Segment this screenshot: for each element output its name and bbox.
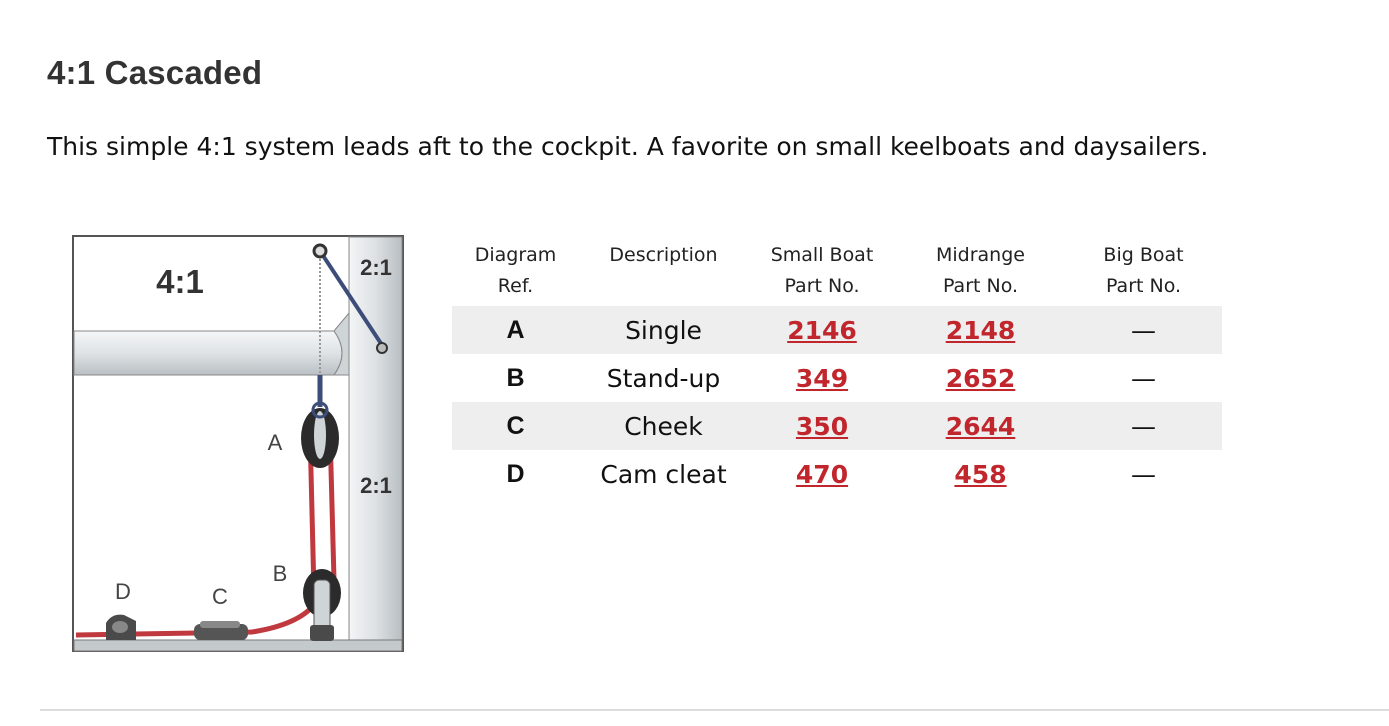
part-link-small[interactable]: 350: [795, 411, 849, 441]
midrange-cell: 2148: [896, 306, 1065, 354]
big-boat-cell: —: [1131, 459, 1156, 489]
diagram-label-a: A: [268, 430, 283, 455]
header-description: Description: [609, 244, 718, 266]
shackle-icon: [376, 342, 388, 354]
row-ref: C: [452, 402, 579, 450]
top-sheave-icon: [312, 243, 328, 259]
part-link-small[interactable]: 470: [795, 459, 849, 489]
gooseneck-fitting: [333, 311, 350, 376]
small-boat-cell: 349: [748, 354, 896, 402]
part-link-mid[interactable]: 2148: [945, 315, 1016, 345]
big-boat-cell: —: [1131, 363, 1156, 393]
block-a-icon: [301, 401, 339, 468]
purchase-system-diagram: 4:1 2:1 2:1 A B C D: [72, 235, 404, 652]
part-link-mid[interactable]: 2644: [945, 411, 1016, 441]
part-link-mid[interactable]: 458: [954, 459, 1007, 489]
table-row: D Cam cleat 470 458 —: [452, 450, 1222, 498]
small-boat-cell: 470: [748, 450, 896, 498]
table-row: C Cheek 350 2644 —: [452, 402, 1222, 450]
ratio-label-upper: 2:1: [360, 255, 392, 280]
block-b-icon: [303, 569, 341, 641]
part-link-mid[interactable]: 2652: [945, 363, 1016, 393]
part-link-small[interactable]: 2146: [787, 315, 857, 345]
midrange-cell: 458: [896, 450, 1065, 498]
boom: [73, 330, 343, 376]
midrange-cell: 2644: [896, 402, 1065, 450]
midrange-cell: 2652: [896, 354, 1065, 402]
ratio-label-lower: 2:1: [360, 473, 392, 498]
row-description: Single: [579, 306, 748, 354]
table-row: A Single 2146 2148 —: [452, 306, 1222, 354]
section-intro: This simple 4:1 system leads aft to the …: [47, 132, 1209, 161]
deck: [73, 639, 403, 652]
diagram-frame: [72, 235, 404, 652]
diagram-label-c: C: [212, 584, 228, 609]
row-description: Cheek: [579, 402, 748, 450]
mast: [348, 236, 403, 643]
big-boat-cell: —: [1065, 402, 1222, 450]
cheek-block-c-icon: [194, 621, 248, 640]
row-ref: A: [452, 306, 579, 354]
row-ref: B: [506, 363, 525, 392]
row-ref: D: [506, 459, 525, 488]
section-title: 4:1 Cascaded: [47, 54, 263, 91]
section-divider: [40, 709, 1389, 711]
ratio-label-main: 4:1: [156, 263, 204, 300]
row-description: Cam cleat: [600, 459, 727, 489]
small-boat-cell: 2146: [748, 306, 896, 354]
part-link-small[interactable]: 349: [795, 363, 849, 393]
small-boat-cell: 350: [748, 402, 896, 450]
diagram-label-b: B: [273, 561, 288, 586]
cam-cleat-d-icon: [106, 614, 136, 640]
diagram-label-d: D: [115, 579, 131, 604]
upper-wire: [318, 249, 384, 347]
row-description: Stand-up: [606, 363, 721, 393]
table-row: B Stand-up 349 2652 —: [452, 354, 1222, 402]
big-boat-cell: —: [1065, 306, 1222, 354]
